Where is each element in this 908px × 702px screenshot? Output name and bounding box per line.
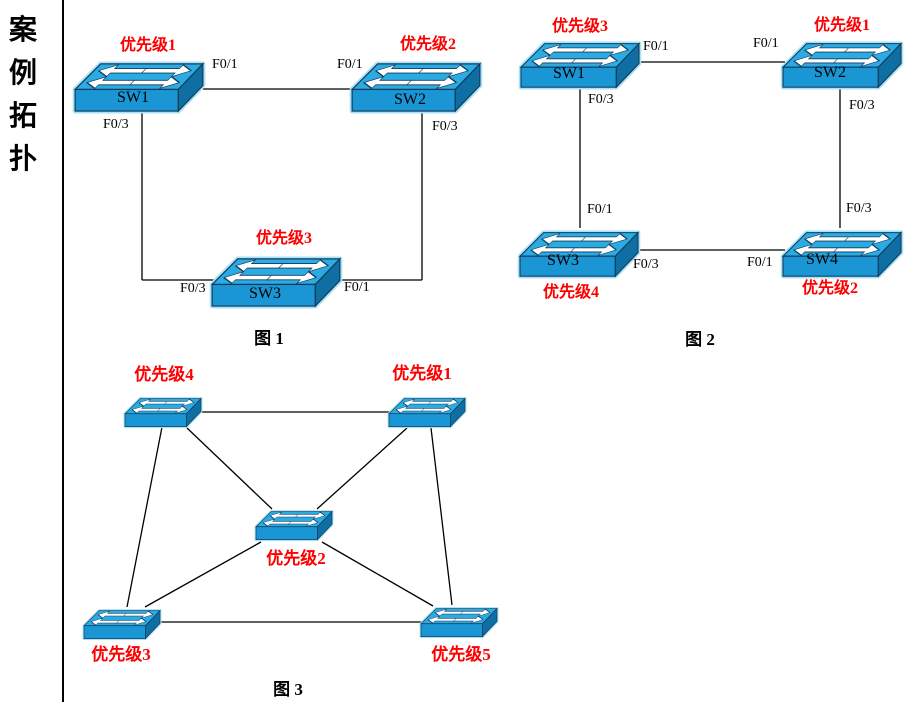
- port-label-d2-sw1-f01: F0/1: [643, 39, 669, 54]
- port-label-d1-sw3-f03: F0/3: [180, 281, 206, 296]
- port-label-d2-sw3-f01: F0/1: [587, 202, 613, 217]
- switch-name-d1-sw2: SW2: [394, 91, 426, 108]
- link-d3-tr-br: [430, 427, 453, 606]
- port-label-d2-sw4-f01: F0/1: [747, 255, 773, 270]
- port-label-d2-sw2-f03: F0/3: [849, 98, 875, 113]
- priority-label-d3-bottom-left: 优先级3: [91, 645, 151, 664]
- priority-label-d3-top-right: 优先级1: [392, 364, 452, 383]
- link-d3-tl-bl: [126, 426, 163, 608]
- switch-icon-d3-bottom-right: [419, 607, 499, 639]
- sidebar-char-2: 例: [8, 58, 37, 89]
- priority-label-d1-sw3: 优先级3: [255, 230, 313, 247]
- port-label-d2-sw1-f03: F0/3: [588, 92, 614, 107]
- figure1-caption: 图 1: [254, 329, 284, 348]
- switch-icon-d3-top-left: [123, 397, 203, 429]
- table-border-line: [62, 0, 64, 702]
- port-label-d1-sw1-f03: F0/3: [103, 117, 129, 132]
- switch-name-d1-sw3: SW3: [249, 285, 281, 302]
- sidebar-char-1: 案: [8, 15, 37, 46]
- sidebar-char-3: 拓: [8, 101, 37, 132]
- priority-label-d1-sw1: 优先级1: [119, 37, 177, 54]
- figure2-caption: 图 2: [685, 330, 715, 349]
- priority-label-d2-sw4: 优先级2: [801, 280, 859, 297]
- link-d3-tr-center: [316, 427, 408, 510]
- link-d3-center-bl: [144, 541, 262, 608]
- port-label-d1-sw2-f01: F0/1: [337, 57, 363, 72]
- port-label-d1-sw3-f01: F0/1: [344, 280, 370, 295]
- switch-icon-d2-sw3: [520, 227, 638, 280]
- port-label-d1-sw2-f03: F0/3: [432, 119, 458, 134]
- switch-name-d1-sw1: SW1: [117, 89, 149, 106]
- switch-icon-d3-bottom-left: [82, 609, 162, 641]
- priority-label-d3-bottom-right: 优先级5: [431, 645, 491, 664]
- priority-label-d2-sw2: 优先级1: [813, 17, 871, 34]
- priority-label-d1-sw2: 优先级2: [399, 36, 457, 53]
- port-label-d2-sw3-f03: F0/3: [633, 257, 659, 272]
- priority-label-d2-sw3: 优先级4: [542, 284, 600, 301]
- port-label-d2-sw4-f03: F0/3: [846, 201, 872, 216]
- switch-name-d2-sw2: SW2: [814, 64, 846, 81]
- switch-icon-d3-top-right: [387, 397, 467, 429]
- sidebar-char-4: 扑: [8, 144, 37, 175]
- switch-icon-d2-sw4: [783, 227, 901, 280]
- link-d3-center-br: [321, 541, 434, 607]
- link-d3-tl-center: [186, 427, 273, 510]
- switch-name-d2-sw1: SW1: [553, 65, 585, 82]
- switch-name-d2-sw4: SW4: [806, 251, 838, 268]
- port-label-d2-sw2-f01: F0/1: [753, 36, 779, 51]
- priority-label-d2-sw1: 优先级3: [551, 18, 609, 35]
- switch-icon-d3-center: [254, 510, 334, 542]
- port-label-d1-sw1-f01: F0/1: [212, 57, 238, 72]
- priority-label-d3-top-left: 优先级4: [134, 365, 194, 384]
- switch-name-d2-sw3: SW3: [547, 252, 579, 269]
- priority-label-d3-center: 优先级2: [266, 549, 326, 568]
- figure3-caption: 图 3: [273, 680, 303, 699]
